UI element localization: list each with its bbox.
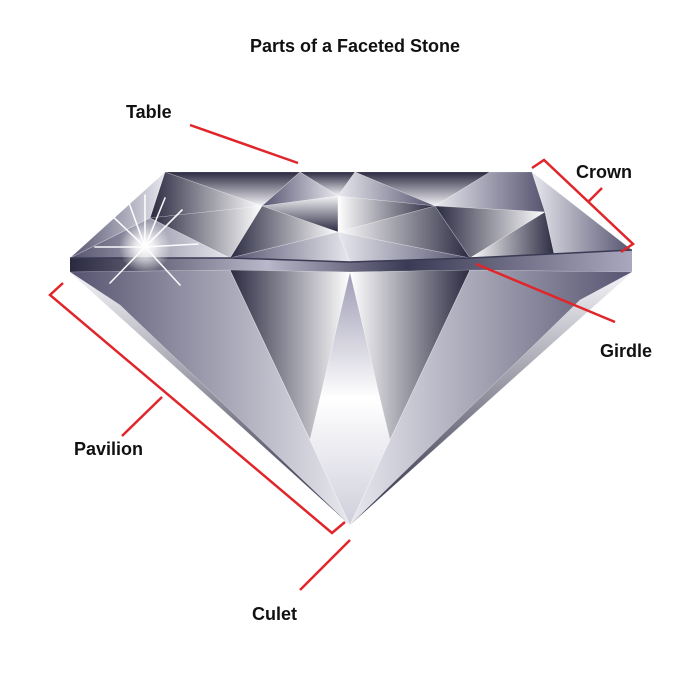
facet <box>349 271 633 526</box>
label-crown: Crown <box>576 162 632 182</box>
leader-lines <box>48 123 636 591</box>
table-leader <box>189 123 299 165</box>
sparkle-highlight <box>94 194 199 286</box>
girdle-band <box>70 250 632 272</box>
label-table: Table <box>126 102 172 122</box>
pavilion-facets <box>69 269 633 526</box>
crown-facets <box>69 171 633 263</box>
label-culet: Culet <box>252 604 297 624</box>
girdle-leader <box>475 262 616 324</box>
label-pavilion: Pavilion <box>74 439 143 459</box>
pavilion-bracket <box>48 282 346 535</box>
diamond-illustration <box>69 171 633 526</box>
pavilion-leader <box>121 396 163 437</box>
label-girdle: Girdle <box>600 341 652 361</box>
crown-leader <box>587 187 603 203</box>
diagram-title: Parts of a Faceted Stone <box>250 36 460 56</box>
girdle-edge <box>70 249 633 263</box>
culet-leader <box>299 539 351 591</box>
facet <box>69 271 351 526</box>
